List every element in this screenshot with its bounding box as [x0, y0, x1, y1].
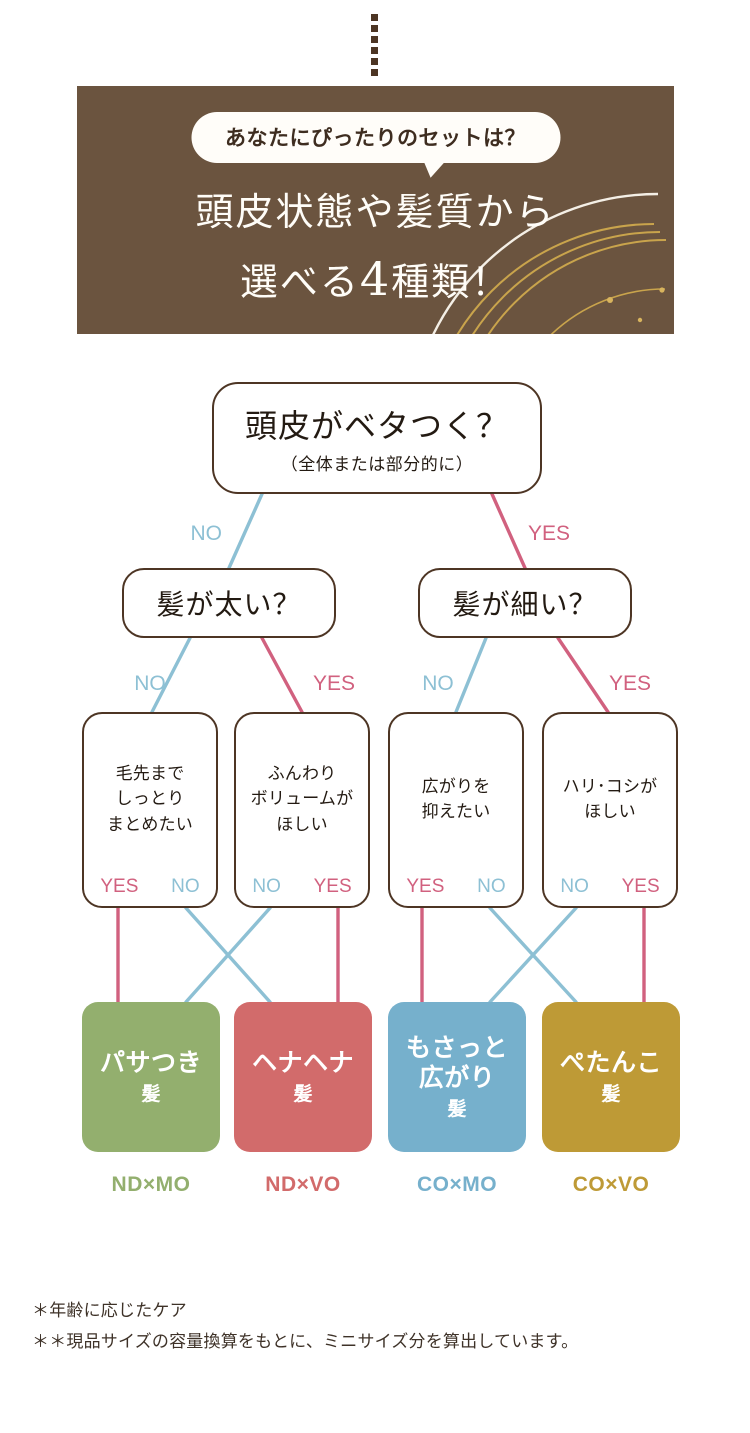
banner-headline: 頭皮状態や髪質から 選べる4種類！ [77, 182, 674, 316]
node-option-1[interactable]: 毛先まで しっとり まとめたい YES NO [82, 712, 218, 908]
footnote-2: ＊＊現品サイズの容量換算をもとに、ミニサイズ分を算出しています。 [32, 1332, 579, 1353]
opt1-line2: しっとり [115, 789, 185, 810]
wire-root-yes [490, 492, 527, 570]
result-3-subtitle: 髪 [447, 1098, 467, 1120]
result-1-code: ND×MO [111, 1173, 191, 1196]
node-option-3-text: 広がりを 抑えたい [422, 724, 491, 876]
label-root-no: NO [191, 522, 223, 545]
node-root-question: 頭皮がベタつく？ [244, 407, 509, 445]
headline-count: 4 [359, 251, 392, 306]
result-card-1[interactable]: パサつき 髪 [82, 1002, 220, 1152]
opt2-line1: ふんわり [267, 763, 337, 784]
opt1-right-answer[interactable]: NO [171, 876, 200, 897]
node-option-2[interactable]: ふんわり ボリュームが ほしい NO YES [234, 712, 370, 908]
hero-banner: あなたにぴったりのセットは？ 頭皮状態や髪質から 選べる4種類！ [77, 86, 674, 334]
wire-b1-no [184, 906, 272, 1004]
wire-b4-no [488, 906, 578, 1004]
dotted-connector [371, 14, 379, 76]
node-option-2-answers: NO YES [236, 876, 368, 906]
result-1-subtitle: 髪 [141, 1083, 161, 1106]
opt2-line3: ほしい [276, 814, 328, 835]
node-root[interactable]: 頭皮がベタつく？ （全体または部分的に） [212, 382, 542, 494]
result-card-2[interactable]: ヘナヘナ 髪 [234, 1002, 372, 1152]
node-option-2-text: ふんわり ボリュームが ほしい [251, 724, 354, 876]
node-root-subtext: （全体または部分的に） [280, 455, 474, 475]
node-option-3-answers: YES NO [390, 876, 522, 906]
opt4-line1: ハリ･コシが [562, 776, 658, 797]
node-hair-thick-question: 髪が太い？ [156, 588, 302, 621]
wire-b3-no [488, 906, 578, 1004]
opt1-left-answer[interactable]: YES [100, 876, 139, 897]
result-2-subtitle: 髪 [293, 1083, 313, 1106]
opt3-line2: 抑えたい [421, 802, 491, 822]
label-l2b-no: NO [422, 672, 454, 695]
result-4-title: ぺたんこ [559, 1047, 662, 1077]
result-1-title: パサつき [99, 1047, 202, 1077]
opt1-line3: まとめたい [107, 814, 193, 835]
opt4-line2: ほしい [584, 802, 636, 822]
result-2-code: ND×VO [265, 1173, 341, 1196]
node-hair-fine-question: 髪が細い？ [452, 588, 598, 621]
opt2-left-answer[interactable]: NO [252, 876, 281, 897]
result-4-subtitle: 髪 [601, 1083, 621, 1106]
opt3-left-answer[interactable]: YES [406, 876, 445, 897]
opt2-line2: ボリュームが [250, 789, 354, 810]
opt4-left-answer[interactable]: NO [560, 876, 589, 897]
gold-arc-decoration [432, 192, 667, 334]
node-hair-fine[interactable]: 髪が細い？ [418, 568, 632, 638]
node-hair-thick[interactable]: 髪が太い？ [122, 568, 336, 638]
wire-l2b-no [454, 636, 488, 714]
headline-pre: 選べる [239, 259, 360, 304]
label-l2b-yes: YES [609, 672, 651, 695]
result-3-code: CO×MO [416, 1173, 498, 1196]
node-option-4-answers: NO YES [544, 876, 676, 906]
opt1-line1: 毛先まで [115, 763, 185, 784]
opt3-line1: 広がりを [421, 776, 491, 797]
opt4-right-answer[interactable]: YES [621, 876, 660, 897]
node-option-1-answers: YES NO [84, 876, 216, 906]
banner-headline-line2: 選べる4種類！ [77, 243, 674, 317]
label-root-yes: YES [528, 522, 570, 545]
banner-bubble-label: あなたにぴったりのセットは？ [191, 112, 560, 163]
label-l2a-no: NO [134, 672, 166, 695]
opt2-right-answer[interactable]: YES [313, 876, 352, 897]
result-3-title: もさっと 広がり [405, 1033, 508, 1092]
wire-root-no [227, 492, 264, 570]
result-card-4[interactable]: ぺたんこ 髪 [542, 1002, 680, 1152]
node-option-3[interactable]: 広がりを 抑えたい YES NO [388, 712, 524, 908]
wire-l2b-yes [556, 636, 610, 714]
node-option-1-text: 毛先まで しっとり まとめたい [107, 724, 193, 876]
result-2-title: ヘナヘナ [251, 1047, 354, 1077]
node-option-4-text: ハリ･コシが ほしい [563, 724, 658, 876]
node-option-4[interactable]: ハリ･コシが ほしい NO YES [542, 712, 678, 908]
footnote-1: ＊年齢に応じたケア [32, 1301, 187, 1321]
banner-headline-line1: 頭皮状態や髪質から [195, 190, 556, 234]
opt3-right-answer[interactable]: NO [477, 876, 506, 897]
wire-b2-no [184, 906, 272, 1004]
result-card-3[interactable]: もさっと 広がり 髪 [388, 1002, 526, 1152]
result-4-code: CO×VO [572, 1173, 650, 1196]
headline-post: 種類！ [391, 259, 512, 304]
footnotes: ＊年齢に応じたケア ＊＊現品サイズの容量換算をもとに、ミニサイズ分を算出していま… [32, 1296, 722, 1359]
wire-l2a-no [150, 636, 192, 714]
label-l2a-yes: YES [313, 672, 355, 695]
wire-l2a-yes [260, 636, 304, 714]
